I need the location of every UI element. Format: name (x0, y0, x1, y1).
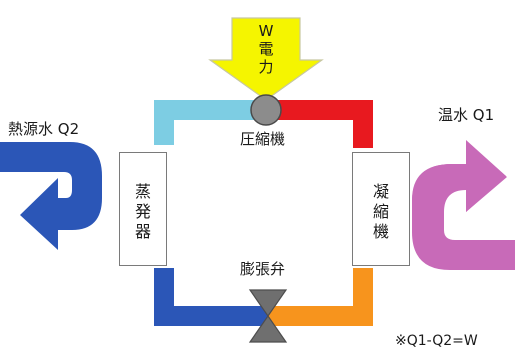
expansion-valve-symbol (248, 289, 288, 343)
compressor-label: 圧縮機 (240, 130, 286, 148)
power-char-1: 電 (258, 40, 274, 58)
evaporator-char-1: 蒸 (134, 182, 151, 201)
pipe-evaporator-to-compressor (154, 100, 266, 145)
hot-water-arrow-outline (412, 142, 515, 270)
condenser-box (352, 152, 410, 266)
compressor-symbol (250, 94, 282, 126)
evaporator-box (119, 152, 167, 266)
evaporator-label: 蒸 発 器 (119, 182, 167, 242)
condenser-char-1: 凝 (372, 182, 389, 201)
power-arrow (208, 17, 324, 101)
pipe-compressor-to-condenser (266, 100, 373, 148)
condenser-char-3: 機 (372, 222, 389, 241)
expansion-valve-label: 膨張弁 (240, 260, 286, 278)
power-w: W (258, 22, 274, 40)
condenser-char-2: 縮 (372, 202, 389, 221)
evaporator-char-3: 器 (134, 222, 151, 241)
power-char-2: 力 (258, 58, 274, 76)
heat-source-label: 熱源水 Q2 (8, 120, 80, 138)
pipe-condenser-to-valve (268, 268, 373, 326)
formula-note: ※Q1-Q2=W (395, 333, 478, 349)
power-label: W 電 力 (240, 22, 292, 76)
hot-water-label: 温水 Q1 (438, 106, 495, 124)
evaporator-char-2: 発 (134, 202, 151, 221)
heat-source-arrow (0, 142, 102, 250)
condenser-label: 凝 縮 機 (352, 182, 410, 242)
pipe-valve-to-evaporator (154, 268, 268, 326)
